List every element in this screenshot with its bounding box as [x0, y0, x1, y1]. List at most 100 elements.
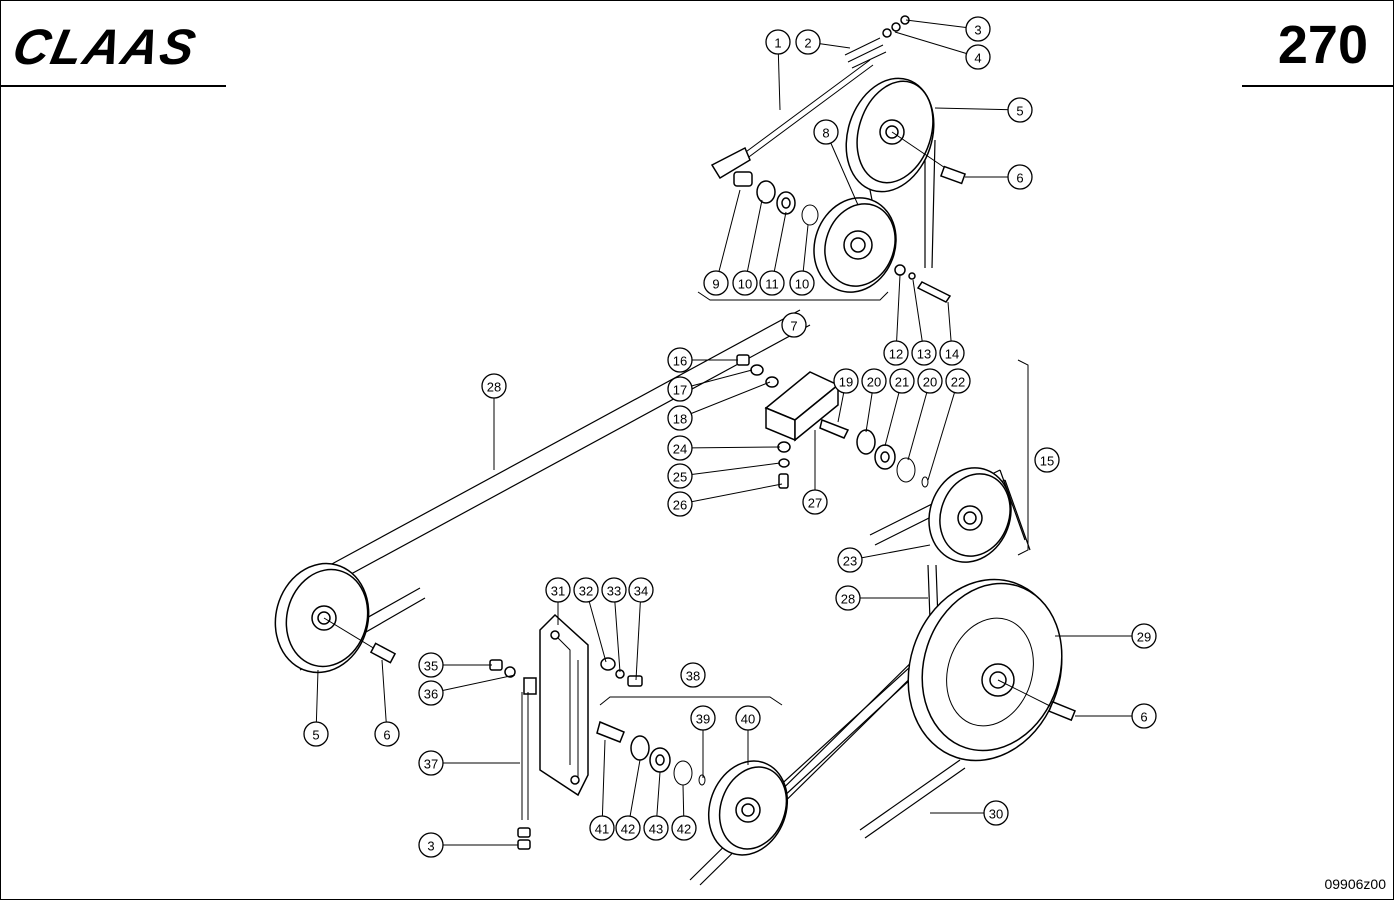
callout-circle [1007, 97, 1033, 123]
callout-circle [703, 270, 729, 296]
callout-label: 20 [923, 375, 937, 390]
callout-label: 25 [673, 470, 687, 485]
leader-line [715, 189, 741, 284]
leader-line [825, 131, 859, 206]
callout-circle [690, 705, 716, 731]
callout-label: 40 [741, 712, 755, 727]
part-callout: 31 [545, 577, 571, 603]
callout-label: 33 [607, 584, 621, 599]
part-callout: 20 [917, 368, 943, 394]
part-callout: 39 [690, 705, 716, 731]
top-nut-washer [882, 15, 910, 38]
callout-label: 20 [867, 375, 881, 390]
drawing-code: 09906z00 [1324, 876, 1386, 892]
leader-line [744, 199, 763, 284]
part-callout: 11 [759, 270, 785, 296]
callout-label: 38 [686, 669, 700, 684]
part-callout: 16 [667, 347, 693, 373]
leader-line [927, 380, 959, 481]
tension-rod [710, 59, 874, 180]
callout-label: 6 [1140, 710, 1147, 725]
callout-label: 9 [712, 277, 719, 292]
part-callout: 22 [945, 368, 971, 394]
callout-circle [418, 652, 444, 678]
callout-circle [1131, 703, 1157, 729]
part-callout: 32 [573, 577, 599, 603]
part-callout: 15 [1034, 447, 1060, 473]
callout-circle [615, 815, 641, 841]
lower-axle-parts [596, 720, 706, 786]
callout-circle [628, 577, 654, 603]
callout-label: 17 [673, 383, 687, 398]
leader-line [679, 483, 783, 505]
part-callout: 12 [883, 340, 909, 366]
part-callout: 42 [671, 815, 697, 841]
page-number-rule [1242, 85, 1394, 87]
callout-label: 36 [424, 687, 438, 702]
callout-circle [983, 800, 1009, 826]
part-callout: 40 [735, 705, 761, 731]
callout-label: 7 [790, 319, 797, 334]
tension-pulley [813, 197, 897, 293]
callout-circle [911, 340, 937, 366]
part-callout: 42 [615, 815, 641, 841]
part-callout: 21 [889, 368, 915, 394]
part-callout: 18 [667, 405, 693, 431]
part-callout: 25 [667, 463, 693, 489]
tension-spring [844, 37, 887, 69]
callout-label: 19 [839, 375, 853, 390]
part-callout: 29 [1131, 623, 1157, 649]
pulley-left [274, 562, 397, 674]
lower-bracket-31 [539, 613, 589, 797]
callout-label: 26 [673, 498, 687, 513]
belt-long [291, 309, 811, 671]
callout-circle [418, 750, 444, 776]
callout-label: 28 [487, 380, 501, 395]
pulley-bolt-14 [894, 264, 952, 303]
callout-label: 28 [841, 592, 855, 607]
part-callout: 10 [789, 270, 815, 296]
callout-circle [833, 368, 859, 394]
callout-circle [965, 44, 991, 70]
callout-label: 6 [383, 728, 390, 743]
callout-circle [781, 312, 807, 338]
callout-circle [939, 340, 965, 366]
part-callout: 41 [589, 815, 615, 841]
callout-circle [917, 368, 943, 394]
callout-circle [1034, 447, 1060, 473]
callout-circle [671, 815, 697, 841]
callout-circle [667, 463, 693, 489]
mounting-block [764, 371, 840, 442]
callout-circle [789, 270, 815, 296]
callout-circle [861, 368, 887, 394]
part-callout: 27 [802, 489, 828, 515]
leader-line [679, 462, 781, 477]
callout-circle [802, 489, 828, 515]
callout-label: 43 [649, 822, 663, 837]
callout-label: 16 [673, 354, 687, 369]
callout-label: 24 [673, 442, 687, 457]
part-callout: 9 [703, 270, 729, 296]
leader-line [934, 107, 1021, 111]
callout-label: 39 [696, 712, 710, 727]
callout-circle [1131, 623, 1157, 649]
part-callout: 23 [837, 547, 863, 573]
callout-circle [573, 577, 599, 603]
part-callout: 8 [813, 119, 839, 145]
callout-circle [759, 270, 785, 296]
callout-circle [735, 705, 761, 731]
callout-circle [418, 832, 444, 858]
callout-circle [965, 16, 991, 42]
block-fasteners [736, 354, 791, 489]
callout-circle [680, 662, 706, 688]
part-callout: 20 [861, 368, 887, 394]
callout-circle [813, 119, 839, 145]
callout-label: 34 [634, 584, 648, 599]
part-callout: 36 [418, 680, 444, 706]
part-callout: 3 [965, 16, 991, 42]
callout-circle [303, 721, 329, 747]
callout-label: 8 [822, 126, 829, 141]
callout-circle [765, 29, 791, 55]
